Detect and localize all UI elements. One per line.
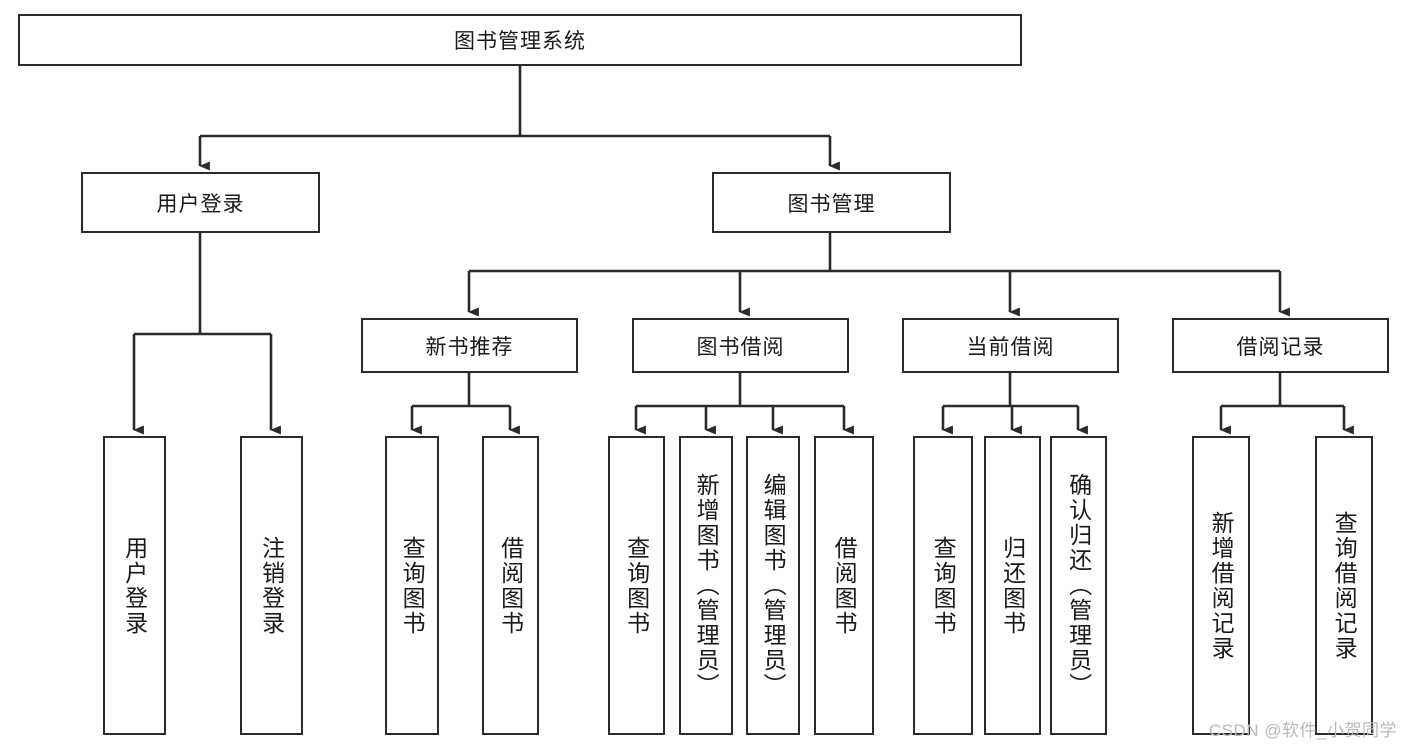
node-label: 查询借阅记录 (1331, 510, 1358, 661)
node-leaf-query-book-2[interactable]: 查询图书 (608, 436, 665, 735)
node-label: 借阅图书 (497, 535, 524, 636)
node-borrow-record[interactable]: 借阅记录 (1172, 318, 1389, 373)
node-label: 查询图书 (623, 535, 650, 636)
node-leaf-add-borrow-record[interactable]: 新增借阅记录 (1192, 436, 1250, 735)
node-label: 图书借阅 (696, 335, 785, 359)
node-label: 用户登录 (156, 192, 245, 216)
node-user-login[interactable]: 用户登录 (81, 172, 320, 233)
node-label: 借阅记录 (1236, 335, 1325, 359)
node-label: 新增借阅记录 (1208, 510, 1235, 661)
node-label: 查询图书 (399, 535, 426, 636)
node-label: 确认归还（管理员） (1065, 473, 1092, 698)
node-label: 借阅图书 (831, 535, 858, 636)
node-leaf-user-login[interactable]: 用户登录 (103, 436, 166, 735)
node-current-borrow[interactable]: 当前借阅 (902, 318, 1119, 373)
node-book-management[interactable]: 图书管理 (712, 172, 951, 233)
node-label: 用户登录 (121, 535, 148, 636)
node-leaf-query-borrow-record[interactable]: 查询借阅记录 (1315, 436, 1373, 735)
node-label: 新增图书（管理员） (693, 473, 720, 698)
node-label: 归还图书 (999, 535, 1026, 636)
node-leaf-logout[interactable]: 注销登录 (240, 436, 303, 735)
node-leaf-edit-book-admin[interactable]: 编辑图书（管理员） (746, 436, 800, 735)
node-leaf-borrow-book-1[interactable]: 借阅图书 (482, 436, 539, 735)
node-label: 编辑图书（管理员） (760, 473, 787, 698)
node-leaf-borrow-book-2[interactable]: 借阅图书 (814, 436, 874, 735)
node-label: 新书推荐 (425, 335, 514, 359)
node-leaf-confirm-return-admin[interactable]: 确认归还（管理员） (1050, 436, 1107, 735)
node-label: 查询图书 (930, 535, 957, 636)
node-root-label: 图书管理系统 (454, 30, 586, 53)
node-book-borrow[interactable]: 图书借阅 (632, 318, 849, 373)
node-label: 当前借阅 (966, 335, 1055, 359)
node-root-system[interactable]: 图书管理系统 (18, 14, 1022, 66)
node-leaf-query-book-3[interactable]: 查询图书 (913, 436, 973, 735)
node-label: 注销登录 (258, 535, 285, 636)
node-new-book-recommend[interactable]: 新书推荐 (361, 318, 578, 373)
node-label: 图书管理 (787, 192, 876, 216)
node-leaf-add-book-admin[interactable]: 新增图书（管理员） (679, 436, 733, 735)
node-leaf-return-book[interactable]: 归还图书 (984, 436, 1041, 735)
node-leaf-query-book-1[interactable]: 查询图书 (385, 436, 439, 735)
